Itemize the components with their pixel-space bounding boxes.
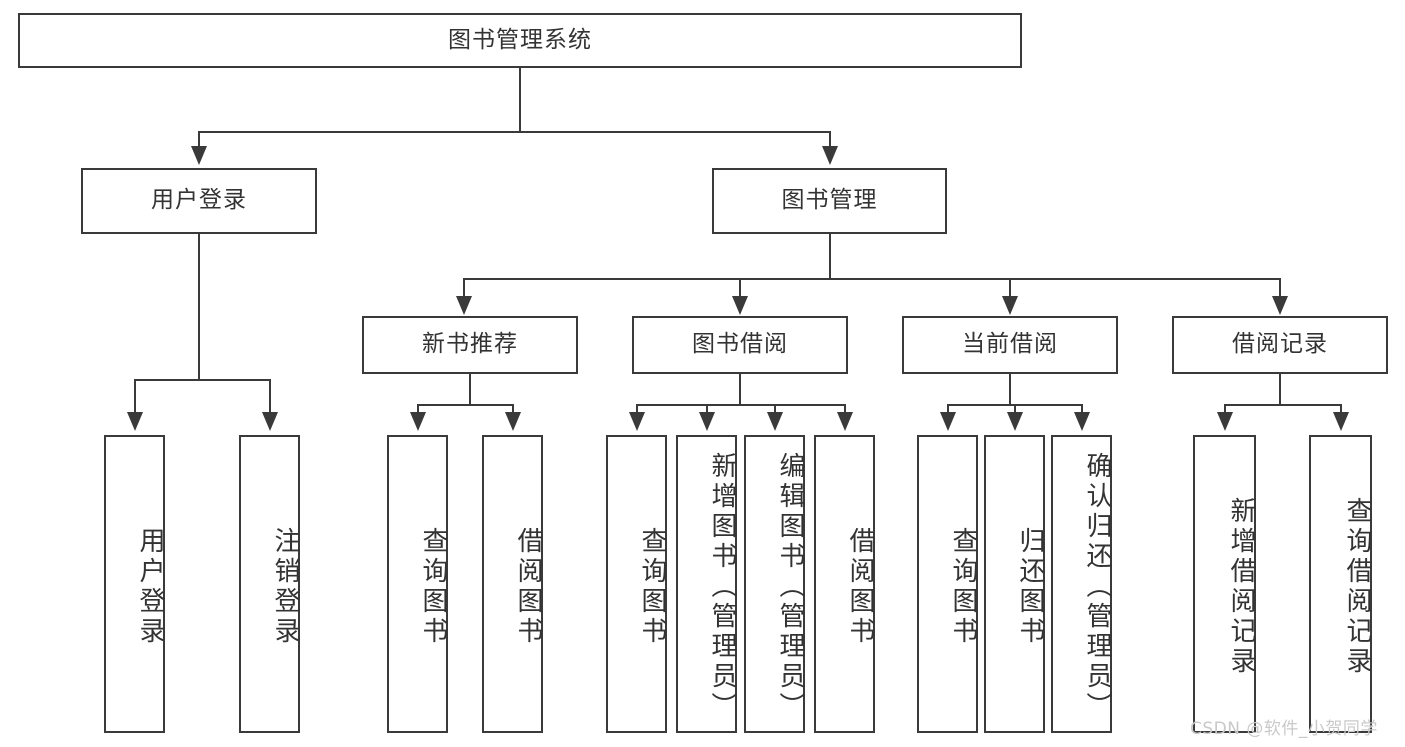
node-label: 确认归还（管理员）: [1082, 452, 1112, 722]
edge-book-borrow-stem: [739, 374, 741, 405]
arrow-new-book-to-leaf-0: [410, 412, 426, 431]
edge-book-mgmt-bus: [463, 278, 1281, 280]
node-label: 归还图书: [1015, 527, 1045, 647]
edge-user-login-to-leaf-0: [134, 379, 136, 416]
node-root-system[interactable]: 图书管理系统: [18, 13, 1022, 68]
edge-current-borrow-to-leaf-2: [1081, 404, 1083, 416]
node-label: 图书管理系统: [448, 26, 592, 53]
node-new-book-recommend[interactable]: 新书推荐: [362, 316, 578, 374]
arrow-borrow-record-to-leaf-1: [1333, 412, 1349, 431]
edge-book-mgmt-to-l3-3: [1279, 278, 1281, 300]
edge-new-book-to-leaf-0: [417, 404, 419, 416]
leaf-borrow-record-0[interactable]: 新增借阅记录: [1193, 435, 1256, 733]
edge-new-book-bus: [417, 404, 513, 406]
arrow-book-mgmt-to-l3-0: [456, 296, 472, 315]
node-label: 图书管理: [781, 187, 878, 214]
leaf-new-book-1[interactable]: 借阅图书: [482, 435, 543, 733]
arrow-book-mgmt-to-l3-1: [732, 296, 748, 315]
edge-borrow-record-to-leaf-1: [1340, 404, 1342, 416]
node-user-login[interactable]: 用户登录: [81, 168, 317, 234]
node-label: 借阅记录: [1232, 331, 1328, 358]
edge-borrow-record-stem: [1279, 374, 1281, 405]
edge-book-borrow-to-leaf-3: [844, 404, 846, 416]
node-label: 查询借阅记录: [1342, 497, 1372, 677]
edge-borrow-record-bus: [1224, 404, 1341, 406]
leaf-book-borrow-2[interactable]: 编辑图书（管理员）: [744, 435, 805, 733]
arrow-book-borrow-to-leaf-2: [767, 412, 783, 431]
arrow-book-borrow-to-leaf-0: [629, 412, 645, 431]
node-label: 用户登录: [135, 527, 165, 647]
edge-book-borrow-bus: [636, 404, 845, 406]
edge-borrow-record-to-leaf-0: [1224, 404, 1226, 416]
edge-book-mgmt-to-l3-2: [1009, 278, 1011, 300]
arrow-book-mgmt-to-l3-3: [1272, 296, 1288, 315]
arrow-user-login-to-leaf-0: [127, 412, 143, 431]
edge-current-borrow-to-leaf-1: [1014, 404, 1016, 416]
arrow-book-borrow-to-leaf-3: [837, 412, 853, 431]
edge-book-mgmt-to-l3-1: [739, 278, 741, 300]
leaf-book-borrow-0[interactable]: 查询图书: [606, 435, 667, 733]
leaf-book-borrow-1[interactable]: 新增图书（管理员）: [676, 435, 737, 733]
edge-user-login-stem: [198, 234, 200, 380]
node-label: 借阅图书: [845, 527, 875, 647]
node-label: 当前借阅: [962, 331, 1058, 358]
node-label: 用户登录: [151, 187, 247, 214]
node-borrow-record[interactable]: 借阅记录: [1172, 316, 1388, 374]
node-book-management[interactable]: 图书管理: [712, 168, 947, 234]
arrow-current-borrow-to-leaf-2: [1074, 412, 1090, 431]
node-current-borrow[interactable]: 当前借阅: [902, 316, 1118, 374]
node-label: 注销登录: [270, 527, 300, 647]
arrow-root-to-book-mgmt: [822, 146, 838, 165]
leaf-new-book-0[interactable]: 查询图书: [387, 435, 448, 733]
node-label: 查询图书: [637, 527, 667, 647]
edge-root-to-user-login: [198, 131, 200, 150]
edge-new-book-stem: [469, 374, 471, 405]
edge-book-borrow-to-leaf-1: [706, 404, 708, 416]
node-book-borrow[interactable]: 图书借阅: [632, 316, 848, 374]
arrow-current-borrow-to-leaf-1: [1007, 412, 1023, 431]
leaf-current-borrow-1[interactable]: 归还图书: [984, 435, 1045, 733]
edge-book-mgmt-to-l3-0: [463, 278, 465, 300]
leaf-user-login-1[interactable]: 注销登录: [239, 435, 300, 733]
leaf-user-login-0[interactable]: 用户登录: [104, 435, 165, 733]
edge-root-stem: [519, 68, 521, 132]
arrow-root-to-user-login: [191, 146, 207, 165]
node-label: 编辑图书（管理员）: [775, 452, 805, 722]
arrow-user-login-to-leaf-1: [262, 412, 278, 431]
edge-book-borrow-to-leaf-0: [636, 404, 638, 416]
node-label: 新书推荐: [422, 331, 518, 358]
node-label: 查询图书: [418, 527, 448, 647]
edge-root-bus: [198, 131, 831, 133]
leaf-current-borrow-2[interactable]: 确认归还（管理员）: [1051, 435, 1112, 733]
arrow-book-borrow-to-leaf-1: [699, 412, 715, 431]
edge-root-to-book-mgmt: [829, 131, 831, 150]
edge-current-borrow-to-leaf-0: [947, 404, 949, 416]
leaf-book-borrow-3[interactable]: 借阅图书: [814, 435, 875, 733]
node-label: 借阅图书: [513, 527, 543, 647]
edge-current-borrow-stem: [1009, 374, 1011, 405]
arrow-borrow-record-to-leaf-0: [1217, 412, 1233, 431]
leaf-current-borrow-0[interactable]: 查询图书: [917, 435, 978, 733]
leaf-borrow-record-1[interactable]: 查询借阅记录: [1309, 435, 1372, 733]
arrow-current-borrow-to-leaf-0: [940, 412, 956, 431]
arrow-new-book-to-leaf-1: [505, 412, 521, 431]
edge-user-login-bus: [134, 379, 270, 381]
edge-book-mgmt-stem: [829, 234, 831, 279]
csdn-watermark: CSDN @软件_小贺同学: [1190, 719, 1378, 739]
edge-book-borrow-to-leaf-2: [774, 404, 776, 416]
edge-new-book-to-leaf-1: [512, 404, 514, 416]
arrow-book-mgmt-to-l3-2: [1002, 296, 1018, 315]
node-label: 新增借阅记录: [1226, 497, 1256, 677]
node-label: 新增图书（管理员）: [707, 452, 737, 722]
node-label: 查询图书: [948, 527, 978, 647]
node-label: 图书借阅: [692, 331, 788, 358]
edge-user-login-to-leaf-1: [269, 379, 271, 416]
